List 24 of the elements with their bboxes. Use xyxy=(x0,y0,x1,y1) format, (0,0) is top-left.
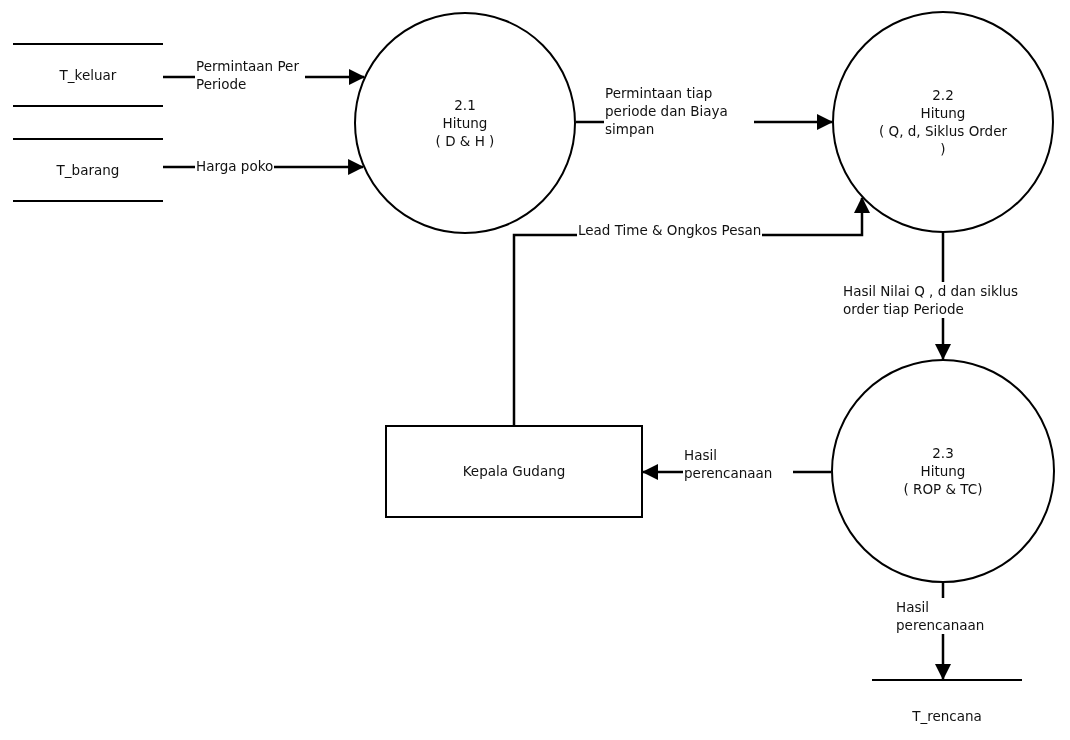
process-circle xyxy=(832,11,1054,233)
edge-label: Harga poko xyxy=(195,157,275,176)
data-store xyxy=(13,138,163,202)
store-label: T_keluar xyxy=(59,65,117,85)
process-label: 2.2 xyxy=(932,85,954,104)
store-label: T_rencana xyxy=(912,706,982,725)
data-store xyxy=(872,679,1022,725)
process-circle xyxy=(354,12,576,234)
process-label: ( Q, d, Siklus Order ) xyxy=(878,122,1008,159)
entity-label: Kepala Gudang xyxy=(462,462,566,481)
process-circle xyxy=(831,359,1055,583)
entity-box xyxy=(385,425,643,518)
store-label: T_barang xyxy=(56,160,120,180)
edge-label: Permintaan tiap periode dan Biaya simpan xyxy=(604,84,754,139)
data-store xyxy=(13,43,163,107)
process-label: ( ROP & TC) xyxy=(903,480,983,499)
process-label: Hitung xyxy=(920,461,966,481)
process-label: 2.1 xyxy=(454,95,476,114)
process-label: ( D & H ) xyxy=(435,132,495,151)
edge-label: Lead Time & Ongkos Pesan xyxy=(577,221,763,240)
process-label: 2.3 xyxy=(932,443,954,462)
process-label: Hitung xyxy=(442,113,488,133)
process-label: Hitung xyxy=(920,103,966,122)
edge-label: Hasil perencanaan xyxy=(683,446,793,483)
